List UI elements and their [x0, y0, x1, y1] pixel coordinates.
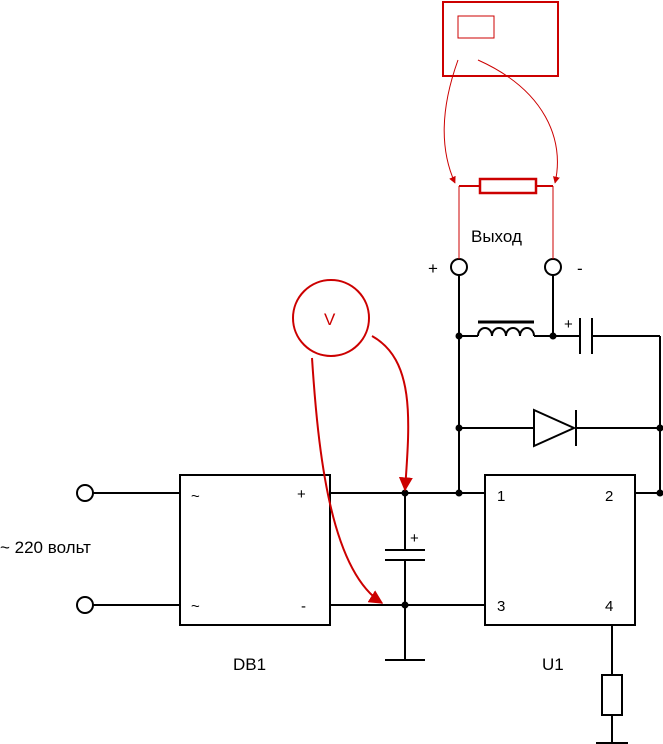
- output-label: Выход: [471, 227, 522, 246]
- input-capacitor: [385, 493, 425, 661]
- bridge-ac-top-label: ~: [191, 488, 200, 505]
- bridge-ac-bottom-label: ~: [191, 598, 200, 615]
- voltmeter: [292, 279, 370, 357]
- inductor: [477, 320, 535, 337]
- ac-input-terminal-bottom: [76, 596, 94, 614]
- ac-input-terminal-top: [76, 484, 94, 502]
- regulator-u1: [484, 474, 636, 626]
- regulator-name-label: U1: [542, 655, 564, 674]
- input-voltage-label: ~ 220 вольт: [0, 538, 91, 557]
- output-cap-polarity-label: +: [564, 316, 573, 333]
- u1-pin3-label: 3: [497, 598, 505, 615]
- bridge-name-label: DB1: [233, 655, 266, 674]
- output-capacitor: [579, 318, 593, 354]
- voltmeter-label: V: [324, 310, 336, 329]
- oscilloscope-screen: [457, 15, 495, 39]
- feedback-resistor: [601, 674, 623, 716]
- junctions: [401, 332, 663, 609]
- bridge-plus-label: +: [297, 486, 306, 503]
- load-resistor: [478, 177, 538, 195]
- u1-pin2-label: 2: [605, 488, 613, 505]
- oscilloscope: [442, 1, 559, 77]
- output-plus-label: +: [428, 259, 438, 278]
- output-minus-label: -: [577, 259, 583, 278]
- u1-pin4-label: 4: [605, 598, 613, 615]
- u1-pin1-label: 1: [497, 488, 505, 505]
- output-minus-terminal: [544, 258, 562, 276]
- diode: [533, 408, 577, 448]
- output-plus-terminal: [450, 258, 468, 276]
- measurement: [292, 1, 560, 604]
- bridge-minus-label: -: [301, 598, 306, 615]
- input-cap-polarity-label: +: [410, 530, 419, 547]
- bridge-rectifier-db1: [179, 474, 331, 626]
